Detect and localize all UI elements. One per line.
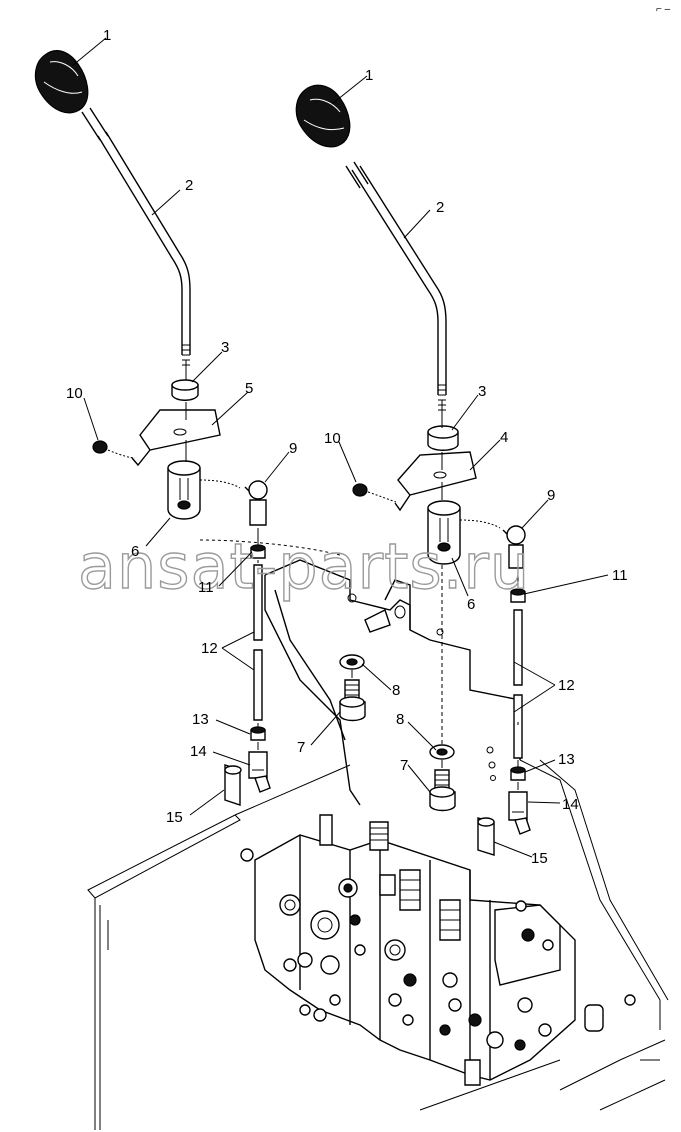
callout-right-clevis: 14: [562, 796, 579, 813]
callout-right-knob: 1: [365, 67, 373, 84]
callout-left-swivel-block: 6: [131, 543, 139, 560]
callout-left-bracket: 5: [245, 380, 253, 397]
callout-left-lock-nut: 11: [198, 579, 214, 596]
callout-right-ball-joint: 9: [547, 487, 555, 504]
leader-lines: [71, 37, 609, 858]
right-clevis: [508, 791, 531, 835]
right-grommet: [352, 483, 397, 503]
left-lever-rod: [97, 135, 183, 355]
callout-labels: 1 2 3 5 10 9 6 11 12 13 14 15 1 2 3 4 10…: [66, 27, 628, 867]
callout-right-lock-nut: 11: [612, 567, 628, 584]
left-grommet: [92, 440, 136, 459]
callout-lower-bolt: 7: [400, 757, 408, 774]
left-rods: [253, 564, 263, 721]
left-swivel-block: [167, 460, 241, 520]
right-ball-joint: [502, 525, 526, 569]
callout-lower-washer: 8: [396, 711, 404, 728]
callout-upper-washer: 8: [392, 682, 400, 699]
left-bracket: [139, 409, 221, 451]
callout-right-clip: 15: [531, 850, 548, 867]
callout-left-lock-nut-lower: 13: [192, 711, 209, 728]
upper-bolt: [339, 679, 366, 722]
callout-left-clevis: 14: [190, 743, 207, 760]
callout-right-nut: 3: [478, 383, 486, 400]
callout-upper-bolt: 7: [297, 739, 305, 756]
callout-left-grommet: 10: [66, 385, 83, 402]
corner-mark: ⌐ –: [656, 4, 671, 15]
callout-right-swivel-block: 6: [467, 596, 475, 613]
watermark-text: ansat-parts.ru: [78, 530, 530, 603]
right-bracket: [397, 451, 477, 496]
callout-left-clip: 15: [166, 809, 183, 826]
callout-right-bracket: 4: [500, 429, 508, 446]
left-lock-nut: [250, 544, 266, 559]
callout-left-ball-joint: 9: [289, 440, 297, 457]
callout-left-knob: 1: [103, 27, 111, 44]
left-clip: [224, 764, 242, 806]
callout-right-lock-nut-lower: 13: [558, 751, 575, 768]
callout-right-grommet: 10: [324, 430, 341, 447]
left-lever-assembly: [34, 50, 341, 806]
callout-left-rod: 12: [201, 640, 218, 657]
callout-left-nut: 3: [221, 339, 229, 356]
right-clip: [477, 817, 495, 856]
upper-washer: [339, 654, 365, 670]
right-lever-rod: [351, 169, 439, 395]
left-knob: [34, 50, 89, 114]
callout-right-lever: 2: [436, 199, 444, 216]
lower-bolt: [429, 769, 456, 812]
lower-washer: [429, 744, 455, 760]
mounting-plate: [264, 559, 521, 806]
right-knob: [295, 84, 351, 148]
right-lock-nut-lower: [510, 766, 526, 781]
callout-left-lever: 2: [185, 177, 193, 194]
callout-right-rod: 12: [558, 677, 575, 694]
left-clevis: [248, 751, 271, 793]
center-fasteners: [339, 654, 456, 812]
right-swivel-block: [427, 500, 501, 565]
left-ball-joint: [244, 480, 268, 526]
left-lock-nut-lower: [250, 726, 266, 741]
chassis-frame: [87, 759, 669, 1130]
right-lock-nut: [510, 588, 526, 603]
right-lever-assembly: [295, 84, 531, 856]
control-valve-block: [240, 814, 636, 1086]
right-rods: [513, 609, 523, 759]
